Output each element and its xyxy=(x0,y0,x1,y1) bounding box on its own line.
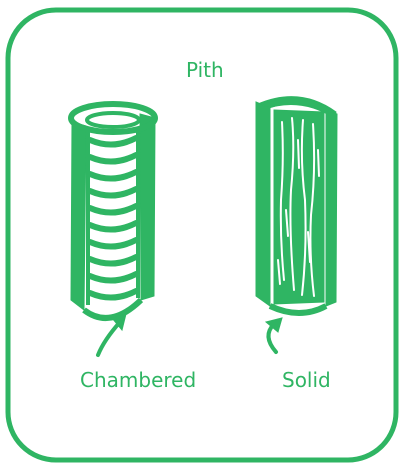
chambered-pith-twig xyxy=(71,104,155,318)
solid-bottom-edge xyxy=(270,306,326,313)
solid-right-wall xyxy=(326,110,337,306)
chambered-left-wall xyxy=(71,122,86,310)
solid-label: Solid xyxy=(282,368,331,392)
solid-pith-twig xyxy=(256,97,337,313)
chambered-right-wall xyxy=(140,114,155,300)
pith-label: Pith xyxy=(186,58,224,82)
solid-left-wall xyxy=(256,102,270,306)
chambered-bottom-edge xyxy=(84,300,141,318)
chambered-label: Chambered xyxy=(80,368,196,392)
chamber-plates xyxy=(90,138,136,298)
chambered-top-hollow xyxy=(87,113,139,127)
solid-pointer-arrow xyxy=(266,318,282,352)
